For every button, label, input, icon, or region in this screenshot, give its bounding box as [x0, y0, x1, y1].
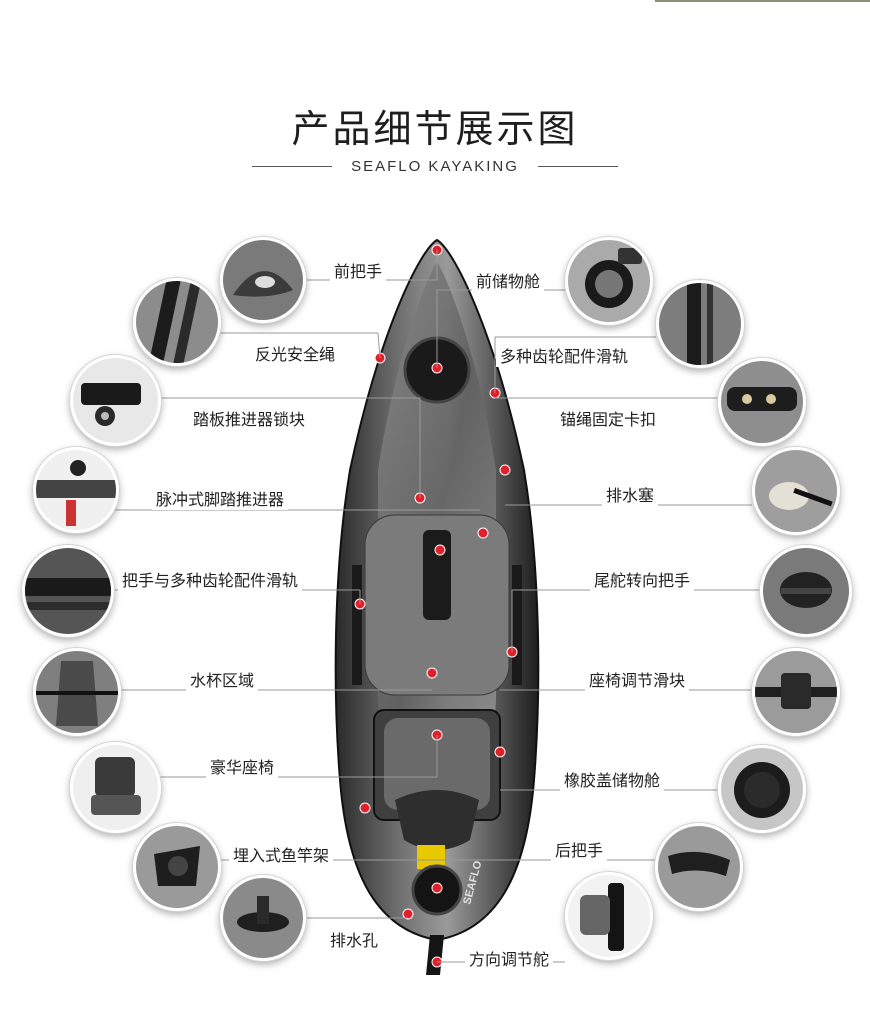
drain-plug-photo — [752, 447, 840, 535]
rubber-hatch-photo — [718, 745, 806, 833]
pedal-lock-photo — [70, 355, 161, 446]
label-rod-holder: 埋入式鱼竿架 — [229, 842, 334, 866]
pedal-drive-photo — [33, 447, 119, 533]
top-accent-line — [655, 0, 870, 2]
label-front-storage: 前储物舱 — [472, 268, 545, 292]
label-rudder: 方向调节舵 — [465, 946, 554, 970]
seat-back — [395, 790, 479, 850]
label-gear-rail: 多种齿轮配件滑轨 — [496, 343, 633, 367]
seat-slider-photo — [752, 648, 840, 736]
right-rail-shape — [512, 565, 522, 685]
rudder-handle-photo — [760, 545, 852, 637]
scupper-photo — [220, 875, 306, 961]
rudder-shape — [426, 935, 444, 975]
rod-holder-photo — [133, 823, 221, 911]
reflective-rope-photo — [133, 278, 221, 366]
label-pedal-drive: 脉冲式脚踏推进器 — [152, 486, 289, 510]
front-storage-photo — [565, 237, 653, 325]
label-handle-rail: 把手与多种齿轮配件滑轨 — [118, 567, 303, 591]
label-rubber-hatch: 橡胶盖储物舱 — [560, 767, 665, 791]
gear-rail-photo — [656, 280, 744, 368]
label-pedal-lock: 踏板推进器锁块 — [189, 406, 310, 430]
subtitle-rule-right — [538, 166, 618, 167]
left-rail-shape — [352, 565, 362, 685]
deluxe-seat-photo — [70, 742, 161, 833]
rudder-photo — [565, 872, 653, 960]
label-rear-handle: 后把手 — [551, 837, 608, 861]
label-front-handle: 前把手 — [330, 258, 387, 282]
page-title: 产品细节展示图 — [291, 107, 579, 151]
label-reflective-rope: 反光安全绳 — [251, 341, 340, 365]
label-rudder-handle: 尾舵转向把手 — [590, 567, 695, 591]
label-anchor-clip: 锚绳固定卡扣 — [556, 406, 661, 430]
anchor-clip-photo — [718, 358, 806, 446]
page-subtitle: SEAFLO KAYAKING — [351, 158, 519, 175]
label-drain-plug: 排水塞 — [602, 482, 659, 506]
label-seat-slider: 座椅调节滑块 — [585, 667, 690, 691]
label-scupper: 排水孔 — [326, 927, 383, 951]
front-handle-photo — [220, 237, 306, 323]
handle-rail-photo — [22, 545, 114, 637]
pedal-drive-shape — [423, 530, 451, 620]
rear-handle-photo — [655, 823, 743, 911]
cup-area-photo — [33, 648, 121, 736]
subtitle-rule-left — [252, 166, 332, 167]
label-deluxe-seat: 豪华座椅 — [206, 754, 279, 778]
label-cup-area: 水杯区域 — [186, 667, 259, 691]
